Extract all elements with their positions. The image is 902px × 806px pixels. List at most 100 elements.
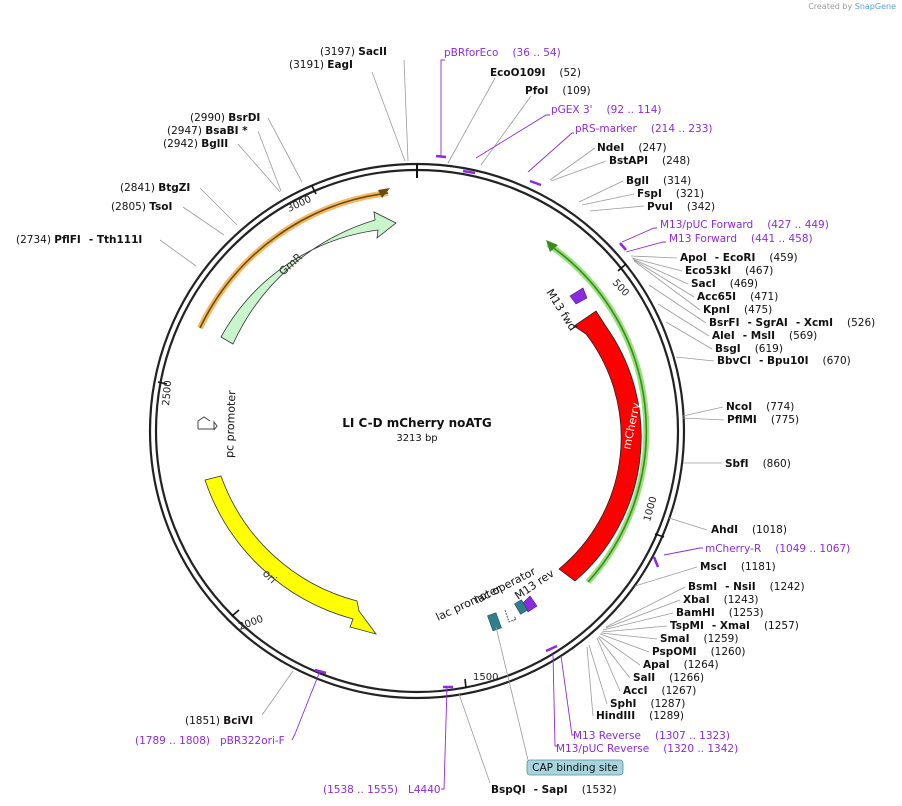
leader-msci — [634, 566, 698, 587]
enzyme-ahdi: AhdI(1018) — [711, 524, 787, 536]
primer-mark-mcherry-r — [652, 556, 660, 568]
enzyme-bspqi: BspQI- SapI(1532) — [491, 784, 617, 796]
leader-acc65i — [633, 259, 695, 298]
enzyme-leaders — [159, 59, 725, 784]
leader-m13puc — [621, 227, 657, 243]
enzyme-bbvci: BbvCI- Bpu10I(670) — [717, 355, 851, 367]
lac-operator-box — [514, 599, 528, 615]
leader-ndei — [549, 147, 596, 181]
leader-prs — [527, 132, 574, 173]
primer-l4440: (1538 .. 1555)L4440 — [323, 784, 441, 796]
plasmid-name: LI C-D mCherry noATG — [342, 416, 492, 430]
leader-xbai — [605, 599, 681, 629]
leader-bsrdi — [267, 117, 303, 183]
enzyme-pflfi: (2734) PflFI- Tth111I — [16, 234, 142, 246]
enzyme-apai: ApaI(1264) — [643, 659, 719, 671]
enzyme-bcivi: (1851) BciVI — [185, 715, 253, 727]
enzyme-labels-left: (2990) BsrDI (2947) BsaBI * (2942) BglII… — [16, 112, 260, 727]
snapgene-logo: SnapGene — [854, 2, 896, 11]
enzyme-kpni: KpnI(475) — [703, 304, 772, 316]
orange-region-arc-core — [199, 192, 389, 329]
leader-hindiii — [586, 646, 594, 717]
tick-500 — [617, 263, 627, 272]
enzyme-labels-top: (3197) SacII (3191) EagI EcoO109I(52) Pf… — [289, 46, 591, 97]
leader-bglii — [237, 143, 281, 193]
leader-eagi — [371, 71, 406, 162]
leader-ecoo109i — [447, 77, 496, 164]
leader-l4440 — [441, 686, 448, 790]
primer-leaders — [291, 59, 703, 790]
enzyme-eagi: (3191) EagI — [289, 59, 353, 71]
leader-bgli — [578, 180, 624, 203]
enzyme-ndei: NdeI(247) — [597, 142, 667, 154]
tick-label-1500: 1500 — [473, 672, 498, 683]
primer-mark-pbr322ori — [314, 668, 327, 675]
leader-smai — [600, 632, 658, 640]
enzyme-bsabi: (2947) BsaBI * — [167, 125, 248, 137]
enzyme-pfoi: PfoI(109) — [525, 85, 591, 97]
credit-text: Created by — [808, 2, 853, 11]
tick-label-500: 500 — [610, 278, 631, 299]
enzyme-eco53ki: Eco53kI(467) — [685, 265, 773, 277]
pc-promoter-icon — [197, 416, 218, 431]
leader-m13fwd — [625, 241, 666, 253]
enzyme-bsgi: BsgI(619) — [715, 343, 783, 355]
leader-kpni — [633, 260, 701, 311]
enzyme-ecoo109i: EcoO109I(52) — [490, 67, 581, 79]
enzyme-bstapi: BstAPI(248) — [609, 155, 690, 167]
enzyme-sphi: SphI(1287) — [610, 698, 685, 710]
leader-pflfi — [159, 239, 197, 267]
tick-2000 — [231, 609, 240, 617]
leader-ahdi — [668, 517, 708, 531]
leader-pvui — [589, 205, 645, 212]
leader-alei — [657, 303, 710, 337]
leader-pspomi — [599, 633, 650, 653]
leader-bsgi — [665, 321, 713, 350]
enzyme-sbfi: SbfI(860) — [725, 458, 791, 470]
tick-2500 — [157, 381, 168, 385]
primer-mark-pbrforeco — [435, 154, 447, 159]
enzyme-fspi: FspI(321) — [637, 188, 704, 200]
mcherry-feature — [558, 310, 642, 582]
leader-sali — [597, 636, 631, 679]
enzyme-bamhi: BamHI(1253) — [676, 607, 764, 619]
leader-acci — [596, 637, 621, 692]
enzyme-tspmi: TspMI- XmaI(1257) — [670, 620, 799, 632]
enzyme-btgzi: (2841) BtgZI — [120, 182, 190, 194]
leader-tsoi — [182, 206, 225, 236]
enzyme-acc65i: Acc65I(471) — [697, 291, 778, 303]
leader-sphi — [588, 644, 608, 705]
primer-pgex: pGEX 3'(92 .. 114) — [551, 104, 662, 116]
leader-tspmi — [601, 625, 668, 633]
cap-site-leader — [495, 626, 529, 761]
leader-m13puc-rev — [552, 653, 558, 747]
enzyme-sali: SalI(1266) — [633, 672, 704, 684]
snapgene-credit: Created by SnapGene — [808, 2, 896, 11]
enzyme-ncoi: NcoI(774) — [726, 401, 794, 413]
tick-marks — [157, 185, 665, 689]
enzyme-labels-right: NdeI(247) BstAPI(248) BglI(314) FspI(321… — [596, 142, 875, 722]
enzyme-acci: AccI(1267) — [623, 685, 696, 697]
enzyme-bgli: BglI(314) — [626, 175, 691, 187]
primer-m13puc-forward: M13/pUC Forward(427 .. 449) — [660, 219, 829, 231]
leader-eco53ki — [631, 257, 683, 272]
enzyme-bsmi: BsmI- NsiI(1242) — [688, 581, 805, 593]
enzyme-apoi: ApoI- EcoRI(459) — [680, 252, 798, 264]
leader-bstapi — [550, 160, 607, 182]
leader-pgex — [475, 114, 550, 159]
m13-fwd-region-arc-core — [547, 243, 648, 583]
primer-pbr322ori-f: (1789 .. 1808)pBR322ori-F — [135, 735, 285, 747]
m13-fwd-arrow — [569, 287, 588, 305]
tick-label-2000: 2000 — [237, 614, 265, 633]
leader-bcivi — [261, 670, 294, 716]
tick-3000 — [311, 185, 317, 195]
enzyme-saci: SacI(469) — [691, 278, 758, 290]
enzyme-sacii: (3197) SacII — [320, 46, 387, 58]
primer-mark-prs — [529, 179, 542, 187]
orange-region-arrowhead — [378, 188, 390, 198]
leader-bbvci — [675, 356, 715, 362]
leader-bsrfi — [648, 284, 707, 324]
plasmid-length: 3213 bp — [396, 433, 437, 444]
leader-bamhi — [602, 612, 674, 631]
